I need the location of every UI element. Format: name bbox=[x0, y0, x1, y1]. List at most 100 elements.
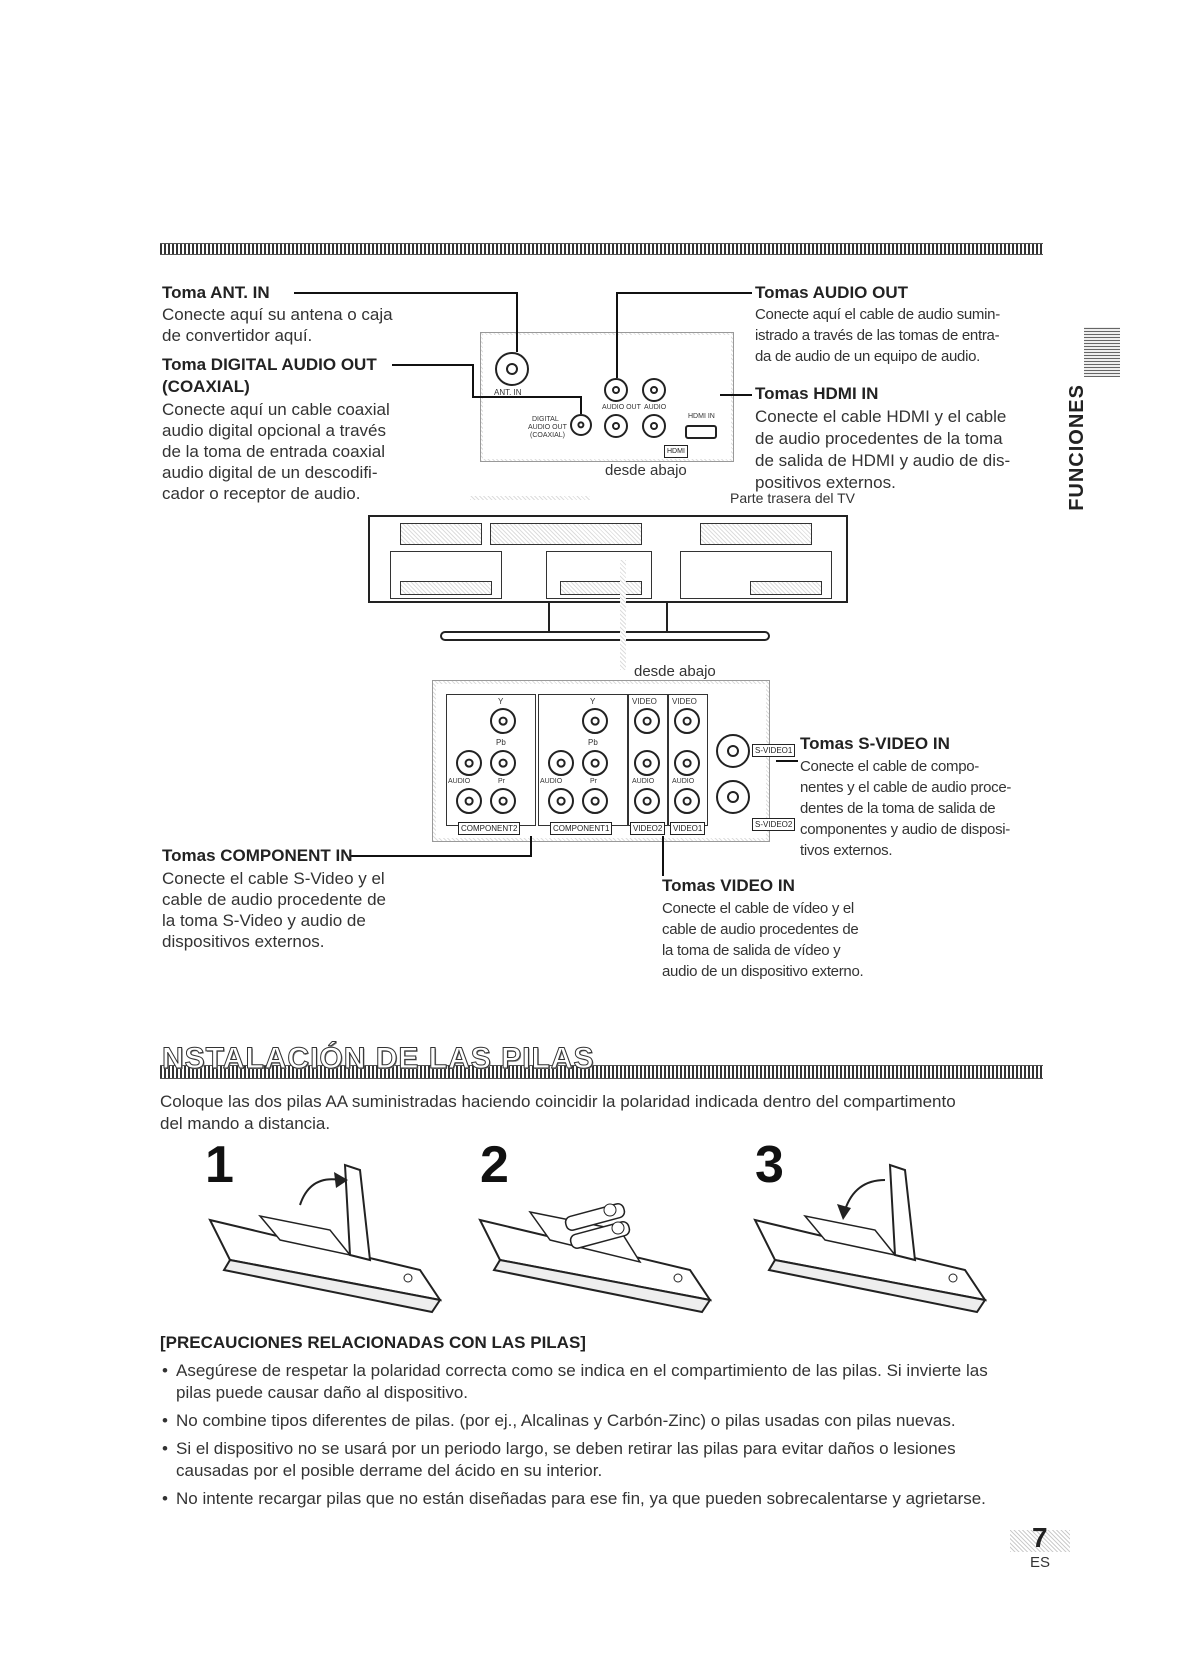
zoom-connector-2 bbox=[620, 560, 626, 670]
page-number: 7 bbox=[1032, 1522, 1048, 1553]
pb-label-1: Pb bbox=[588, 738, 598, 747]
comp2-y-jack bbox=[490, 708, 516, 734]
svideo-in-desc-1: Conecte el cable de compo- bbox=[800, 758, 979, 775]
comp1-y-jack bbox=[582, 708, 608, 734]
video1-jack bbox=[674, 708, 700, 734]
hdmi-in-desc-3: de salida de HDMI y audio de dis- bbox=[755, 451, 1011, 470]
pr-label-1: Pr bbox=[590, 778, 597, 785]
audio-label-c2: AUDIO bbox=[448, 778, 471, 785]
digital-audio-desc-3: de la toma de entrada coaxial bbox=[162, 442, 386, 461]
hdmi-in-desc-2: de audio procedentes de la toma bbox=[755, 429, 1003, 448]
page-number-shade bbox=[1010, 1530, 1070, 1552]
step-3-remote-illustration bbox=[753, 1163, 988, 1314]
comp2-pr-jack bbox=[490, 788, 516, 814]
step-1-number: 1 bbox=[205, 1136, 234, 1194]
comp2-audio-l-jack bbox=[456, 750, 482, 776]
digital-audio-desc-4: audio digital de un descodifi- bbox=[162, 463, 378, 482]
tv-rear-body bbox=[368, 515, 848, 603]
digital-audio-title-2: (COAXIAL) bbox=[162, 377, 250, 396]
pb-label-2: Pb bbox=[496, 738, 506, 747]
svideo-in-desc-3: dentes de la toma de salida de bbox=[800, 800, 996, 817]
precautions-list: Asegúrese de respetar la polaridad corre… bbox=[160, 1360, 1040, 1516]
battery-intro-2: del mando a distancia. bbox=[160, 1114, 331, 1133]
hdmi-in-desc-4: positivos externos. bbox=[755, 473, 896, 492]
video-in-title: Tomas VIDEO IN bbox=[662, 876, 795, 895]
audio-top-label: AUDIO bbox=[644, 404, 667, 411]
svideo-in-desc-2: nentes y el cable de audio proce- bbox=[800, 779, 1012, 796]
battery-section-title: NSTALACIÓN DE LAS PILAS bbox=[161, 1042, 595, 1076]
comp1-pb-jack bbox=[582, 750, 608, 776]
component-in-desc-3: la toma S-Video y audio de bbox=[162, 911, 366, 930]
rear-tv-label: Parte trasera del TV bbox=[730, 490, 856, 506]
step-2-number: 2 bbox=[480, 1136, 509, 1194]
svideo2-jack bbox=[716, 780, 750, 814]
step-2-remote-illustration bbox=[478, 1203, 713, 1314]
tv-stand-base bbox=[440, 631, 770, 641]
comp1-audio-l-jack bbox=[548, 750, 574, 776]
language-code: ES bbox=[1030, 1554, 1051, 1571]
video-in-desc-3: la toma de salida de vídeo y bbox=[662, 942, 841, 959]
ant-in-jack bbox=[495, 352, 529, 386]
audio-label-v1: AUDIO bbox=[672, 778, 695, 785]
comp1-audio-r-jack bbox=[548, 788, 574, 814]
svideo-in-title: Tomas S-VIDEO IN bbox=[800, 734, 950, 753]
audio-out-small-label: AUDIO OUT bbox=[528, 424, 567, 431]
video1-audio-r-jack bbox=[674, 788, 700, 814]
audio-label-v2: AUDIO bbox=[632, 778, 655, 785]
coaxial-panel-label: (COAXIAL) bbox=[530, 432, 566, 439]
svideo1-tag: S-VIDEO1 bbox=[752, 744, 796, 757]
video1-audio-l-jack bbox=[674, 750, 700, 776]
video1-tag: VIDEO1 bbox=[670, 822, 706, 835]
hdmi-audio-l-jack bbox=[642, 378, 666, 402]
ant-in-desc-2: de convertidor aquí. bbox=[162, 326, 313, 345]
video-in-desc-2: cable de audio procedentes de bbox=[662, 921, 859, 938]
step-1-remote-illustration bbox=[208, 1163, 443, 1314]
comp2-audio-r-jack bbox=[456, 788, 482, 814]
comp2-pb-jack bbox=[490, 750, 516, 776]
from-below-label-1: desde abajo bbox=[605, 462, 687, 479]
audio-out-desc-1: Conecte aquí el cable de audio sumin- bbox=[755, 306, 1000, 323]
video2-audio-l-jack bbox=[634, 750, 660, 776]
component-in-desc-1: Conecte el cable S-Video y el bbox=[162, 869, 385, 888]
y-label-1: Y bbox=[590, 697, 596, 706]
digital-audio-title: Toma DIGITAL AUDIO OUT bbox=[162, 355, 377, 374]
video-in-desc-4: audio de un dispositivo externo. bbox=[662, 963, 864, 980]
video2-jack bbox=[634, 708, 660, 734]
comp1-pr-jack bbox=[582, 788, 608, 814]
video-label-1: VIDEO bbox=[672, 697, 697, 706]
component-in-title: Tomas COMPONENT IN bbox=[162, 846, 353, 865]
step-3-number: 3 bbox=[755, 1136, 784, 1194]
component1-tag: COMPONENT1 bbox=[550, 822, 613, 835]
battery-section-bar bbox=[160, 1065, 1043, 1079]
digital-audio-desc-2: audio digital opcional a través bbox=[162, 421, 386, 440]
from-below-label-2: desde abajo bbox=[634, 663, 716, 680]
component-in-desc-4: dispositivos externos. bbox=[162, 932, 325, 951]
digital-coaxial-jack bbox=[570, 414, 592, 436]
section-tab-marker bbox=[1084, 327, 1120, 377]
hdmi-audio-r-jack bbox=[642, 414, 666, 438]
component2-tag: COMPONENT2 bbox=[458, 822, 521, 835]
y-label-2: Y bbox=[498, 697, 504, 706]
video2-tag: VIDEO2 bbox=[630, 822, 666, 835]
battery-intro-1: Coloque las dos pilas AA suministradas h… bbox=[160, 1092, 956, 1111]
audio-out-l-jack bbox=[604, 378, 628, 402]
svideo-in-desc-5: tivos externos. bbox=[800, 842, 893, 859]
svideo2-tag: S-VIDEO2 bbox=[752, 818, 796, 831]
svideo-in-desc-4: componentes y audio de disposi- bbox=[800, 821, 1011, 838]
audio-out-desc-3: da de audio de un equipo de audio. bbox=[755, 348, 981, 365]
tv-stand-neck bbox=[548, 603, 668, 633]
audio-out-title: Tomas AUDIO OUT bbox=[755, 283, 909, 302]
precautions-title: [PRECAUCIONES RELACIONADAS CON LAS PILAS… bbox=[160, 1333, 586, 1352]
audio-label-c1: AUDIO bbox=[540, 778, 563, 785]
hdmi-port-icon bbox=[685, 425, 717, 439]
ant-in-title: Toma ANT. IN bbox=[162, 283, 270, 302]
svideo1-jack bbox=[716, 734, 750, 768]
video-in-desc-1: Conecte el cable de vídeo y el bbox=[662, 900, 854, 917]
audio-out-top-label: AUDIO OUT bbox=[602, 404, 641, 411]
audio-out-desc-2: istrado a través de las tomas de entra- bbox=[755, 327, 1000, 344]
hdmi-in-desc-1: Conecte el cable HDMI y el cable bbox=[755, 407, 1007, 426]
video-label-2: VIDEO bbox=[632, 697, 657, 706]
digital-audio-desc-5: cador o receptor de audio. bbox=[162, 484, 361, 503]
hdmi-in-panel-label: HDMI IN bbox=[688, 413, 715, 420]
ant-in-panel-label: ANT. IN bbox=[494, 388, 522, 397]
